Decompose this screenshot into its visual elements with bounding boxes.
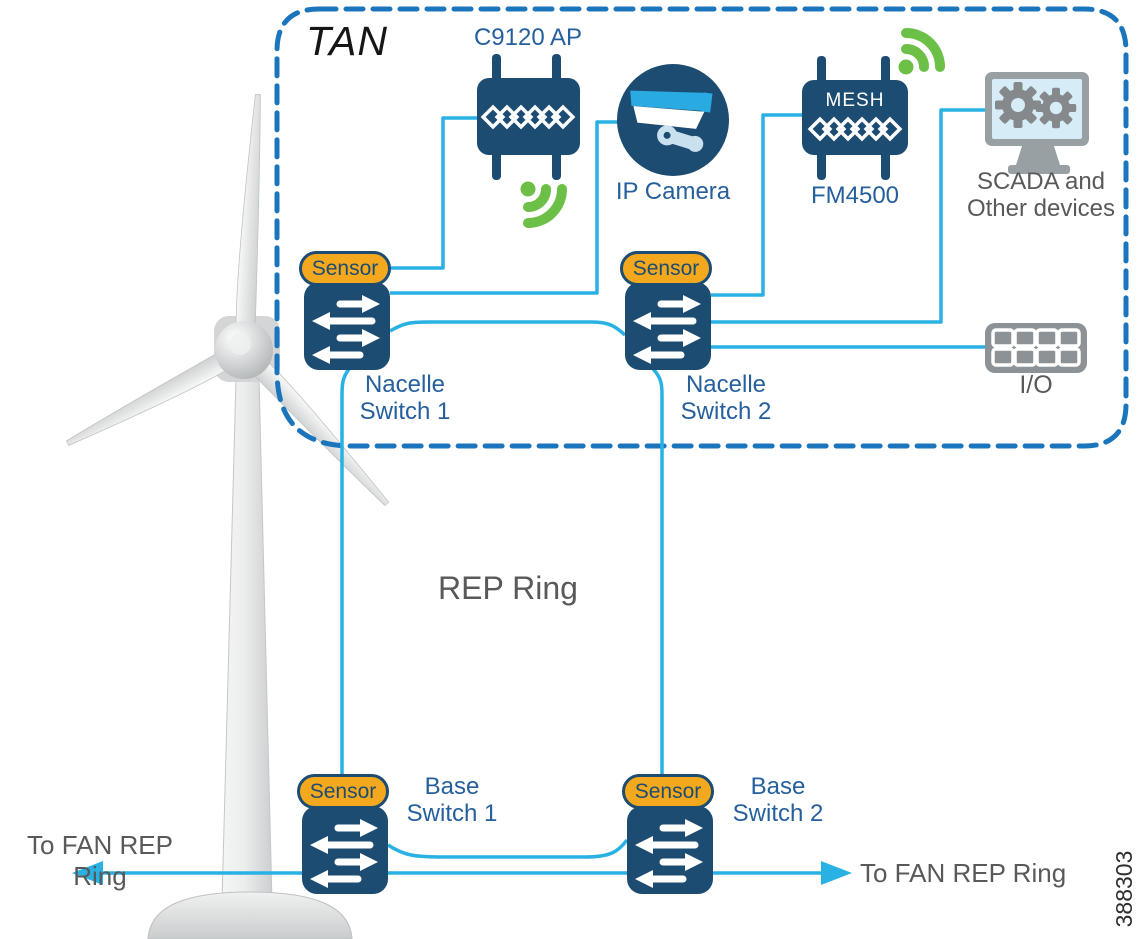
scada-icon (985, 72, 1089, 174)
sensor-badge-label: Sensor (309, 779, 377, 803)
fm4500-label: FM4500 (810, 182, 900, 209)
link-camera-to-switch1 (390, 120, 618, 295)
wifi-icon-c9120 (521, 182, 563, 224)
io-icon (985, 323, 1087, 373)
link-rep-left (340, 367, 351, 792)
c9120-ap-icon (477, 54, 580, 180)
mesh-device-text: MESH (825, 90, 885, 111)
sensor-badge-nacelle-switch-1: Sensor (299, 251, 391, 286)
sensor-badge-nacelle-switch-2: Sensor (620, 251, 712, 286)
sensor-badge-label: Sensor (632, 256, 700, 280)
io-label: I/O (1019, 371, 1053, 399)
nacelle-switch-2-line2: Switch 2 (680, 398, 772, 425)
sensor-badge-base-switch-2: Sensor (622, 774, 714, 809)
link-switch2-to-mesh (711, 113, 803, 297)
fan-arrow-left (72, 861, 103, 885)
ip-camera-icon (617, 64, 729, 176)
link-base1-to-base2 (387, 838, 629, 859)
nacelle-switch-2-icon (625, 282, 711, 370)
scada-label: SCADA and Other devices (952, 168, 1130, 222)
base-switch-1-label: Base Switch 1 (386, 773, 518, 827)
base-switch-1-icon (302, 806, 388, 894)
sensor-badge-base-switch-1: Sensor (297, 774, 389, 809)
wind-turbine-illustration (62, 93, 395, 939)
base-switch-2-line2: Switch 2 (732, 800, 824, 827)
base-switch-1-line2: Switch 1 (406, 800, 498, 827)
tan-boundary (274, 6, 1129, 449)
fan-rep-ring-label-right: To FAN REP Ring (860, 858, 1067, 888)
c9120-ap-label: C9120 AP (473, 24, 583, 51)
wifi-icon-mesh (899, 33, 941, 75)
link-switch1-to-switch2 (389, 320, 627, 337)
mesh-ap-icon (802, 56, 908, 180)
nacelle-switch-1-icon (304, 282, 390, 370)
base-switch-2-label: Base Switch 2 (712, 773, 844, 827)
rep-ring-label: REP Ring (438, 570, 578, 606)
link-switch1-to-ap (391, 116, 478, 270)
nacelle-switch-1-label: Nacelle Switch 1 (339, 371, 471, 425)
link-switch2-to-scada (711, 108, 986, 324)
sensor-badge-label: Sensor (634, 779, 702, 803)
tan-zone-label: TAN (306, 18, 388, 64)
link-rep-right (651, 367, 664, 792)
scada-label-line2: Other devices (966, 195, 1116, 222)
ip-camera-label: IP Camera (615, 178, 731, 205)
nacelle-switch-2-label: Nacelle Switch 2 (660, 371, 792, 425)
nacelle-switch-1-line1: Nacelle (364, 371, 446, 398)
nacelle-switch-1-line2: Switch 1 (359, 398, 451, 425)
base-switch-2-line1: Base (750, 773, 806, 800)
fan-arrow-right (821, 861, 852, 885)
nacelle-switch-2-line1: Nacelle (685, 371, 767, 398)
scada-label-line1: SCADA and (976, 168, 1106, 195)
base-switch-2-icon (627, 806, 713, 894)
base-switch-1-line1: Base (424, 773, 480, 800)
figure-number: 388303 (1111, 850, 1137, 928)
fan-rep-ring-label-left: To FAN REP Ring (27, 830, 173, 891)
sensor-badge-label: Sensor (311, 256, 379, 280)
